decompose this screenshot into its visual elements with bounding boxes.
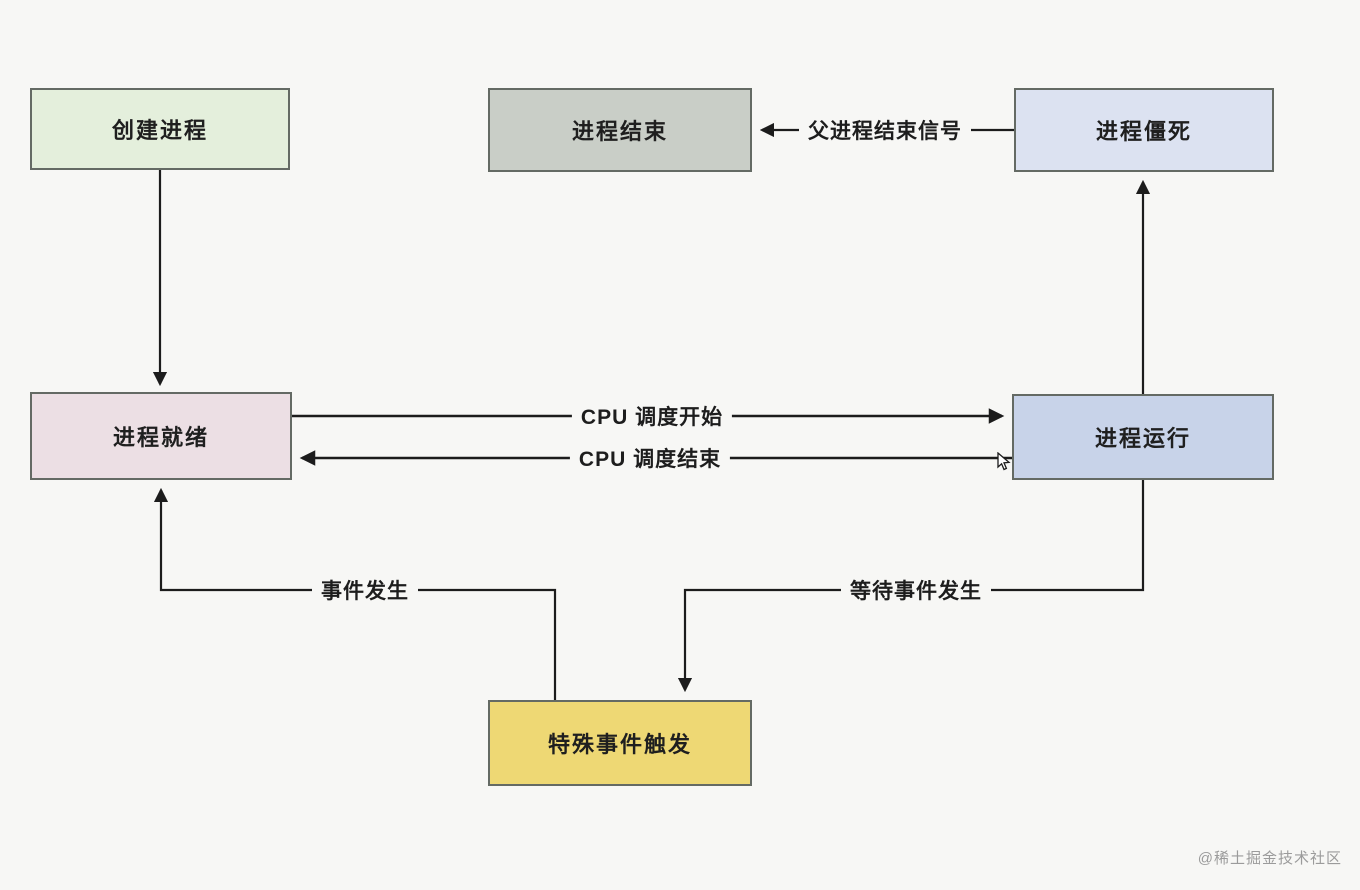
edge-label-cpu-schedule-end: CPU 调度结束 bbox=[569, 443, 731, 473]
node-process-end: 进程结束 bbox=[488, 88, 752, 172]
edge-label-parent-end-signal: 父进程结束信号 bbox=[799, 115, 971, 145]
node-process-zombie: 进程僵死 bbox=[1014, 88, 1274, 172]
node-process-running: 进程运行 bbox=[1012, 394, 1274, 480]
edge-label-wait-for-event: 等待事件发生 bbox=[841, 575, 991, 605]
edge-label-cpu-schedule-start: CPU 调度开始 bbox=[571, 401, 733, 431]
watermark: @稀土掘金技术社区 bbox=[1197, 850, 1342, 867]
node-process-running-label: 进程运行 bbox=[1094, 426, 1191, 451]
node-process-ready-label: 进程就绪 bbox=[112, 425, 209, 450]
node-process-zombie-label: 进程僵死 bbox=[1095, 119, 1192, 144]
node-process-end-label: 进程结束 bbox=[571, 119, 668, 144]
node-create-process-label: 创建进程 bbox=[111, 118, 208, 143]
edge-label-event-occurs: 事件发生 bbox=[312, 575, 418, 605]
mouse-cursor-icon bbox=[997, 452, 1011, 471]
node-create-process: 创建进程 bbox=[30, 88, 290, 170]
node-special-event: 特殊事件触发 bbox=[488, 700, 752, 786]
node-special-event-label: 特殊事件触发 bbox=[547, 732, 692, 757]
node-process-ready: 进程就绪 bbox=[30, 392, 292, 480]
